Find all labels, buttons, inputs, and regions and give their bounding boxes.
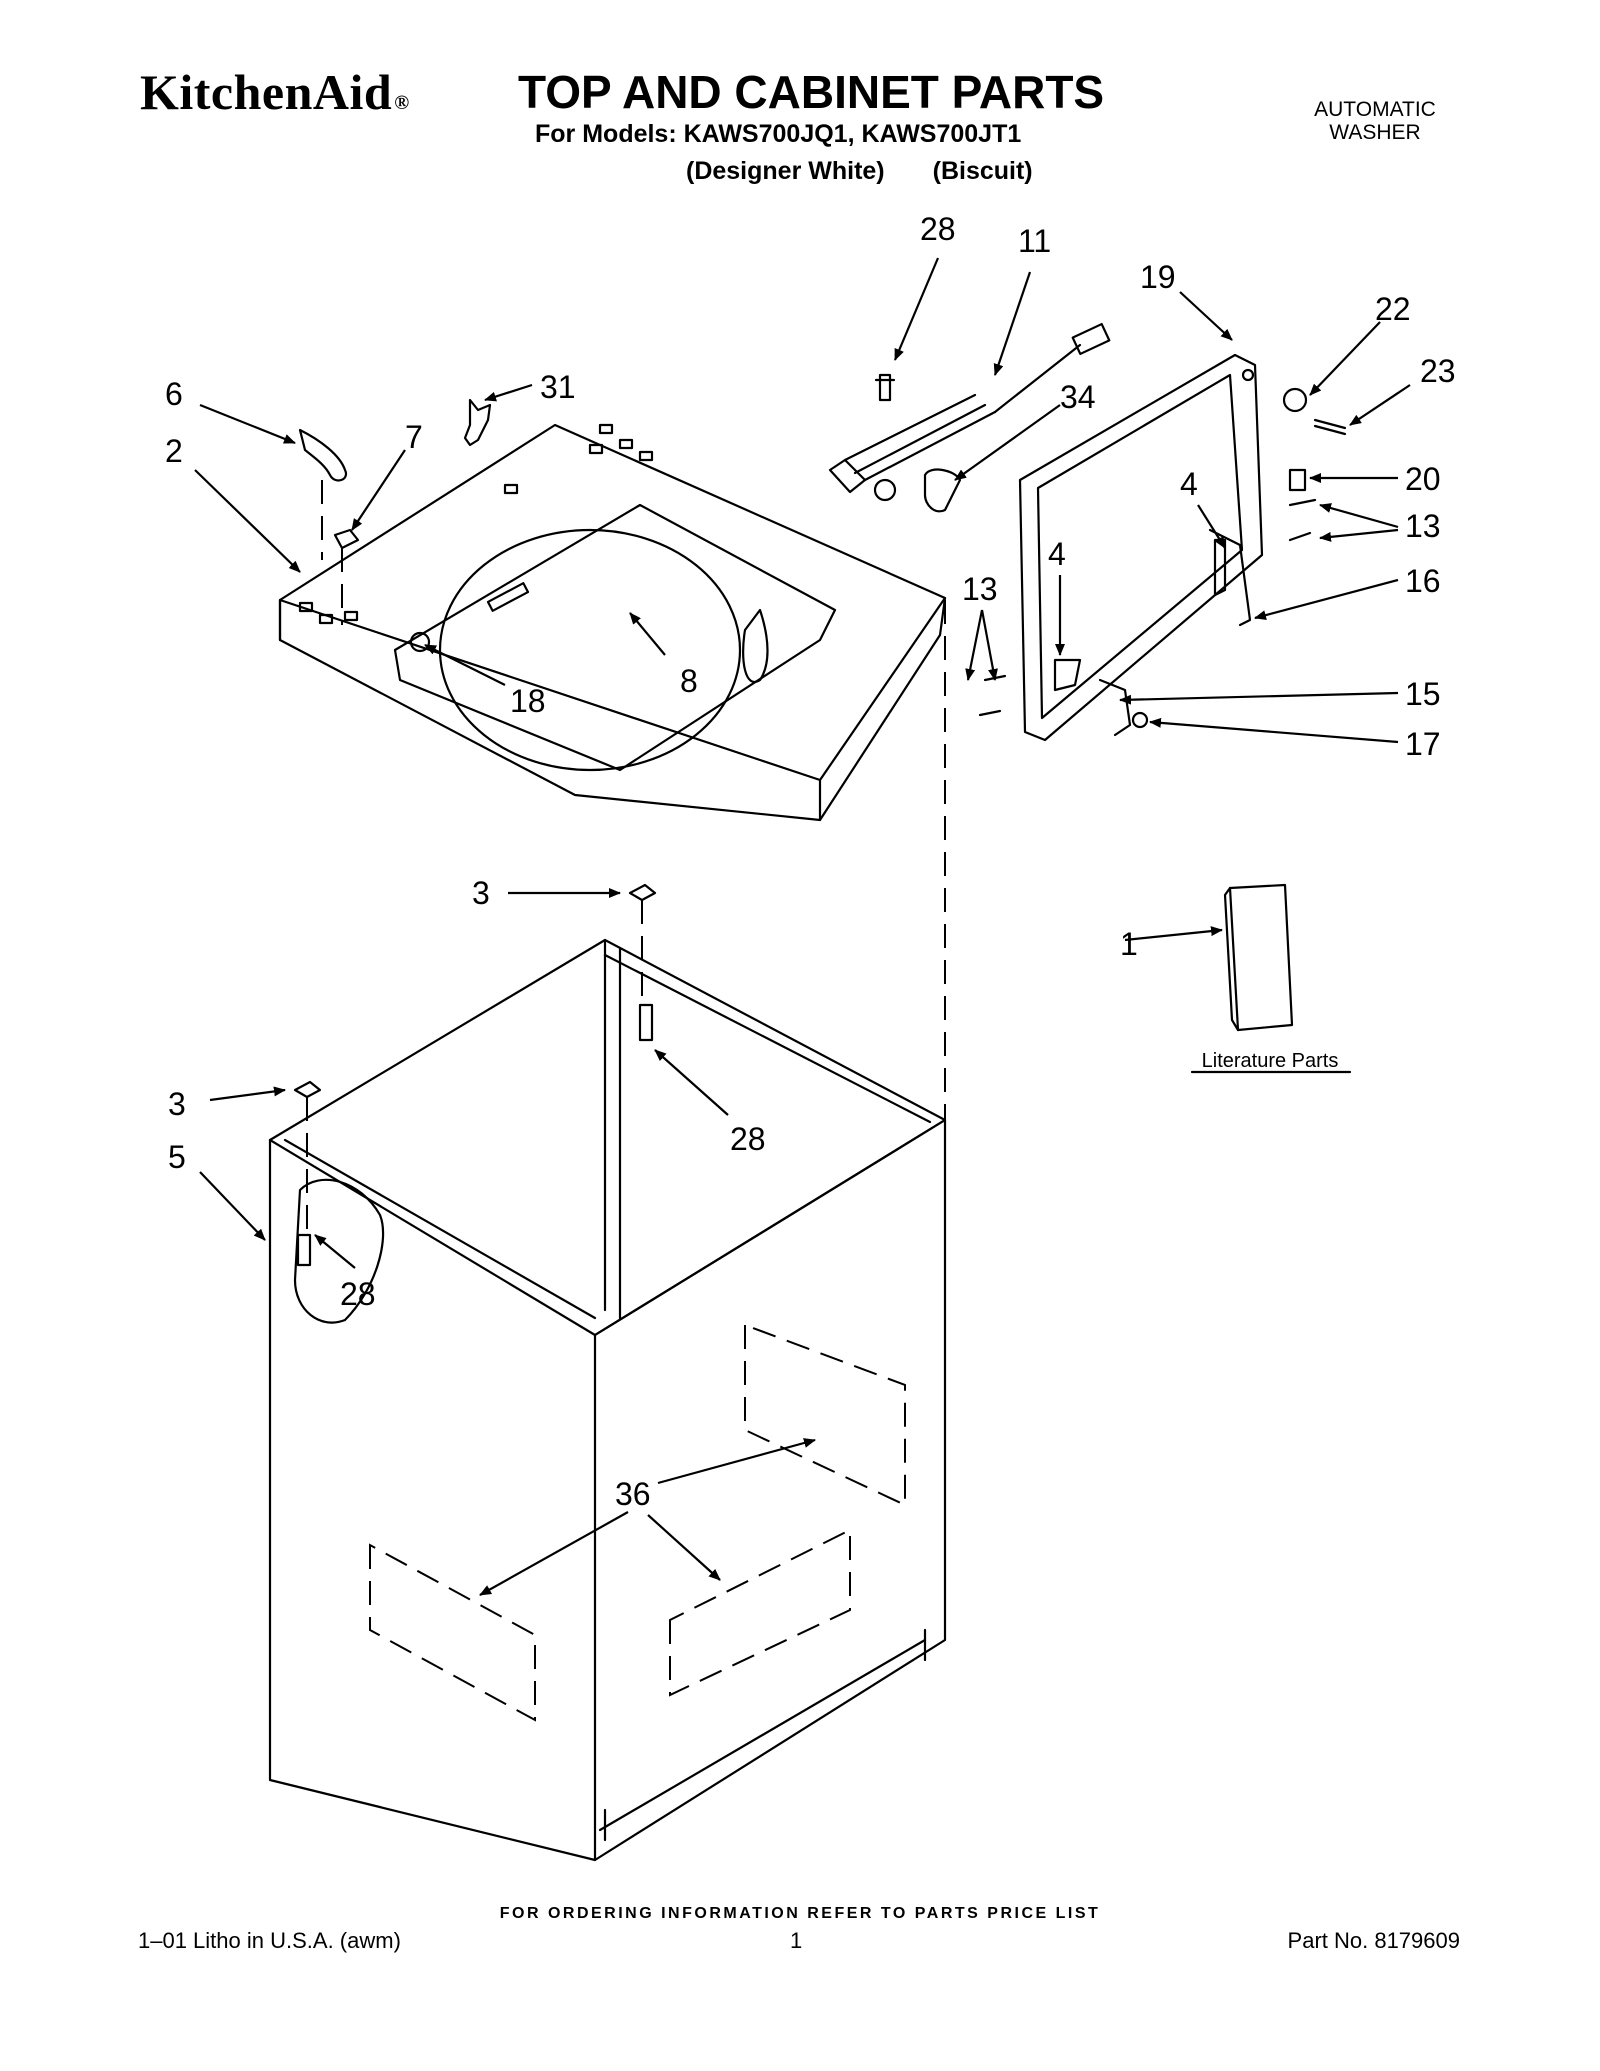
callout-1: 1 xyxy=(1120,926,1138,962)
color-variants: (Designer White) (Biscuit) xyxy=(686,155,1081,187)
registered-mark: ® xyxy=(394,92,410,114)
callout-20: 20 xyxy=(1405,461,1441,497)
part-number: Part No. 8179609 xyxy=(1287,1928,1460,1953)
cabinet-screw-ports xyxy=(369,1323,906,1722)
cabinet-body xyxy=(268,1118,947,1862)
callout-28-top: 28 xyxy=(920,211,956,247)
callout-28-side: 28 xyxy=(340,1276,376,1312)
top-panel-slots xyxy=(298,423,654,625)
clip-part-3 xyxy=(293,883,657,1099)
screw-28-lower xyxy=(296,1003,654,1267)
literature-parts-label: Literature Parts xyxy=(1202,1050,1339,1072)
callout-23: 23 xyxy=(1420,353,1456,389)
callout-2: 2 xyxy=(165,433,183,469)
screw-28-top xyxy=(874,373,896,402)
callout-numbers: 28 11 19 22 23 20 13 16 15 17 4 4 13 34 … xyxy=(165,211,1456,1512)
washer-top-panel xyxy=(278,423,947,822)
clip-part-6 xyxy=(298,428,348,482)
page-number: 1 xyxy=(790,1928,803,1953)
callout-11: 11 xyxy=(1018,223,1051,259)
callout-19: 19 xyxy=(1140,259,1176,295)
literature-parts-booklet xyxy=(1223,883,1294,1032)
callout-31: 31 xyxy=(540,369,576,405)
brand-logo: KitchenAid® xyxy=(140,62,410,133)
callout-28-cabinet: 28 xyxy=(730,1121,766,1157)
callout-16: 16 xyxy=(1405,563,1441,599)
callout-3-upper: 3 xyxy=(472,875,490,911)
lid-frame xyxy=(1018,353,1264,742)
callout-13-left: 13 xyxy=(962,571,998,607)
callout-36: 36 xyxy=(615,1476,651,1512)
callout-3-lower: 3 xyxy=(168,1086,186,1122)
models-line: For Models: KAWS700JQ1, KAWS700JT1 xyxy=(535,120,1022,148)
callout-5: 5 xyxy=(168,1139,186,1175)
cabinet-frame xyxy=(268,938,947,1337)
clip-part-31 xyxy=(463,398,492,447)
callout-7: 7 xyxy=(405,419,423,455)
brand-name: KitchenAid xyxy=(140,64,393,120)
clip-part-7 xyxy=(333,528,360,550)
callout-22: 22 xyxy=(1375,291,1411,327)
callout-13-right: 13 xyxy=(1405,508,1441,544)
callout-4-right: 4 xyxy=(1180,466,1198,502)
lid-switch-harness xyxy=(828,322,1111,513)
ordering-info: FOR ORDERING INFORMATION REFER TO PARTS … xyxy=(499,1905,1101,1922)
callout-8: 8 xyxy=(680,663,698,699)
callout-15: 15 xyxy=(1405,676,1441,712)
callout-6: 6 xyxy=(165,376,183,412)
product-line-2: WASHER xyxy=(1329,121,1421,144)
page-title: TOP AND CABINET PARTS xyxy=(518,66,1105,118)
product-line-1: AUTOMATIC xyxy=(1314,98,1436,121)
callout-18: 18 xyxy=(510,683,546,719)
product-type: AUTOMATIC WASHER xyxy=(1290,98,1460,144)
callout-17: 17 xyxy=(1405,726,1441,762)
variant-white: (Designer White) xyxy=(686,157,885,185)
callout-34: 34 xyxy=(1060,379,1096,415)
callout-4-left: 4 xyxy=(1048,536,1066,572)
litho-note: 1–01 Litho in U.S.A. (awm) xyxy=(138,1928,401,1953)
callout-leaders xyxy=(194,257,1411,1596)
variant-biscuit: (Biscuit) xyxy=(932,157,1033,185)
